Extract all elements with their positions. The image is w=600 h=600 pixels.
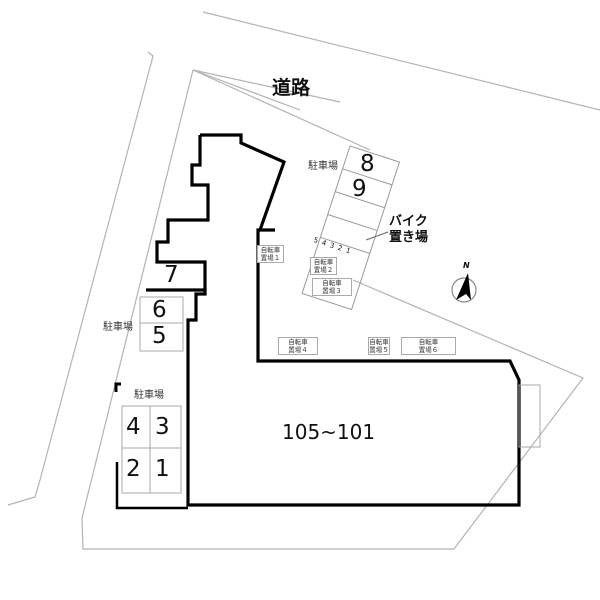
parking-bracket-bottom	[115, 462, 188, 510]
parking-label-top: 駐車場	[308, 161, 338, 172]
road-label: 道路	[272, 77, 311, 99]
parking-label-mid: 駐車場	[103, 322, 133, 333]
road-edge-top	[202, 11, 600, 111]
lot-edge	[192, 69, 301, 111]
lot-edge-top	[192, 69, 341, 103]
parking-space-1: 1	[155, 456, 170, 482]
bicycle-parking-5: 自転車 置場５	[368, 337, 390, 355]
lot-edge-top-2	[192, 69, 371, 151]
north-label: N	[463, 261, 470, 270]
parking-label-bottom: 駐車場	[134, 390, 164, 401]
bicycle-parking-3: 自転車 置場３	[312, 278, 352, 296]
parking-block-8-9	[301, 145, 401, 311]
bicycle-parking-6-line2: 置場６	[418, 346, 439, 354]
bike-area-label-line2: 置き場	[389, 230, 429, 245]
bicycle-parking-4-line2: 置場４	[288, 346, 308, 354]
building-outline-main	[146, 228, 521, 507]
bicycle-parking-2: 自転車 置場２	[310, 257, 337, 275]
annex	[518, 384, 541, 448]
parking-space-2: 2	[126, 456, 141, 482]
parking-space-4: 4	[126, 414, 141, 440]
building-units-label: 105~101	[282, 420, 376, 444]
bicycle-parking-2-line1: 自転車	[313, 258, 334, 266]
building-outline-north	[200, 133, 287, 231]
bicycle-parking-4-line1: 自転車	[288, 338, 308, 346]
bicycle-parking-3-line1: 自転車	[322, 279, 342, 287]
bike-pointer-line	[365, 231, 389, 241]
parking-space-8: 8	[360, 151, 375, 177]
bike-area-label: バイク 置き場	[389, 214, 428, 246]
lot-boundary	[81, 69, 584, 550]
bike-area-label-line1: バイク	[389, 214, 428, 229]
parking-space-9: 9	[352, 176, 367, 202]
parking-bracket-top	[114, 382, 121, 392]
parking-space-5: 5	[152, 323, 167, 349]
bicycle-parking-1-line1: 自転車	[260, 246, 281, 254]
bicycle-parking-5-line1: 自転車	[369, 338, 389, 346]
bicycle-parking-4: 自転車 置場４	[278, 337, 318, 355]
parking-space-6: 6	[152, 297, 167, 323]
parking-space-3: 3	[155, 414, 170, 440]
road-edge-left	[7, 51, 154, 506]
parking-space-7: 7	[164, 262, 179, 288]
bicycle-parking-6-line1: 自転車	[418, 338, 439, 346]
north-arrow-icon	[451, 273, 477, 303]
building-outline-west	[155, 135, 210, 290]
bicycle-parking-5-line2: 置場５	[369, 346, 389, 354]
bicycle-parking-1-line2: 置場１	[260, 254, 281, 262]
bicycle-parking-6: 自転車 置場６	[401, 337, 456, 355]
bicycle-parking-1: 自転車 置場１	[257, 245, 284, 263]
bicycle-parking-3-line2: 置場３	[322, 287, 342, 295]
parking-grid-4-1	[121, 405, 182, 494]
bicycle-parking-2-line2: 置場２	[313, 266, 334, 274]
parking-grid-6-5	[139, 296, 184, 352]
